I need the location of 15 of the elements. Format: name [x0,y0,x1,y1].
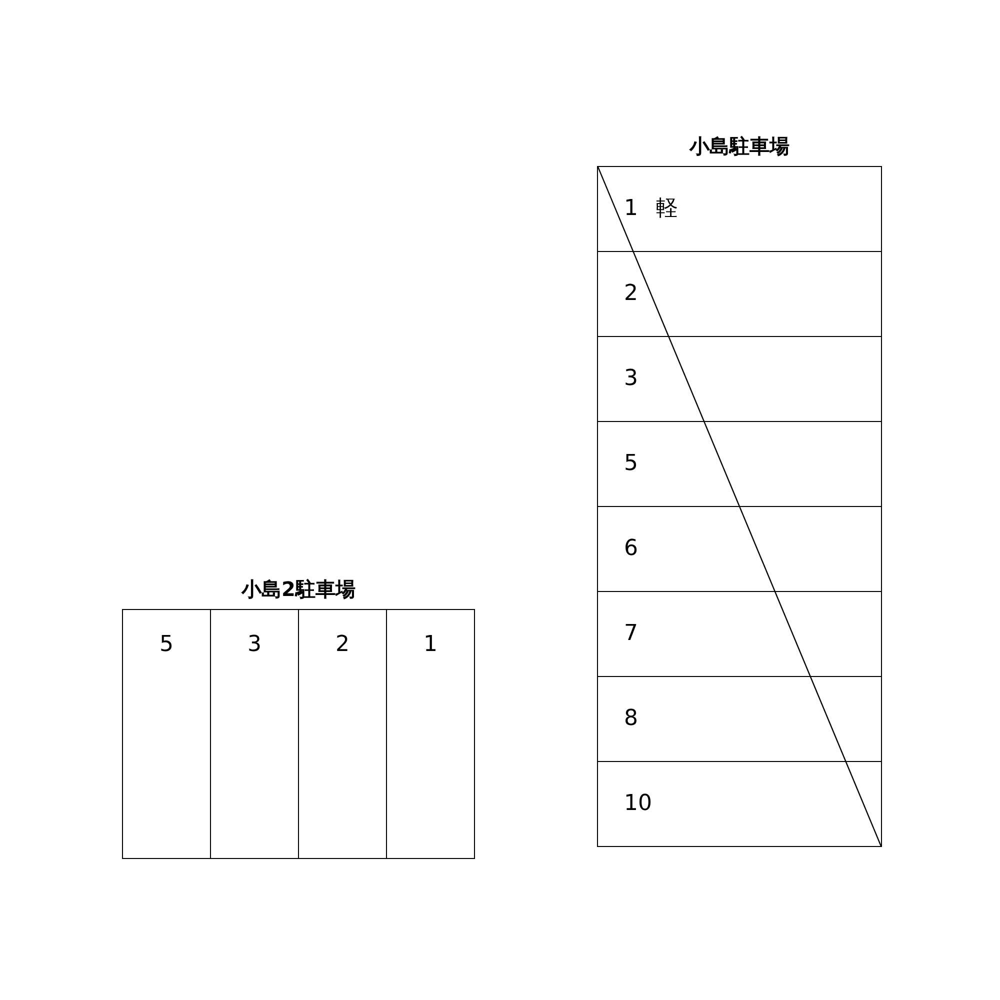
stall-number: 10 [624,793,652,815]
stall-number: 2 [336,634,350,656]
stall-number: 1 [624,198,638,220]
stall-number: 1 [424,634,438,656]
stall-number: 3 [624,368,638,390]
stall-number: 6 [624,538,638,560]
stall-number: 5 [624,453,638,475]
stall-number: 7 [624,623,638,645]
lot-title: 小島駐車場 [690,133,790,160]
stall-note: 軽 [656,198,678,220]
stall-number: 3 [248,634,262,656]
lot-title: 小島2駐車場 [242,576,356,603]
stall-number: 8 [624,708,638,730]
stall-number: 2 [624,283,638,305]
stall-number: 5 [160,634,174,656]
